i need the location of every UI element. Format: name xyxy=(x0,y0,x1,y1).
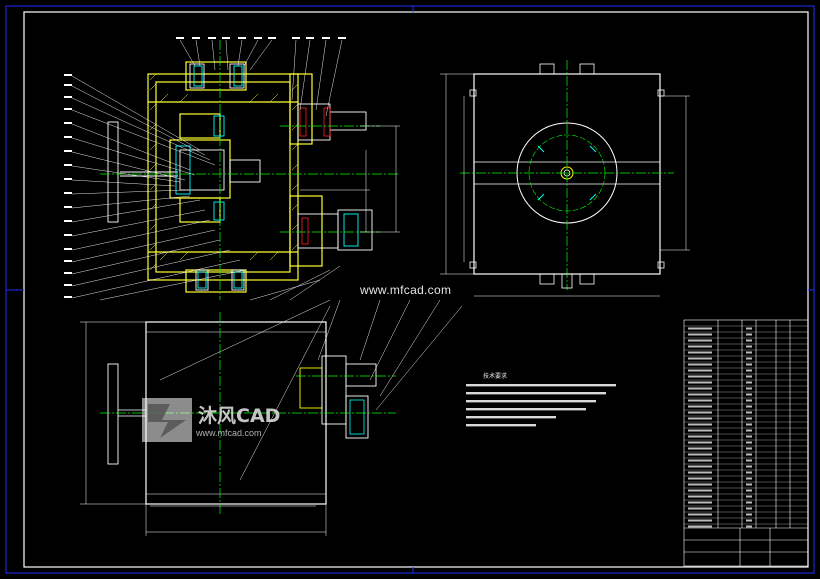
table-cell-text-mark xyxy=(746,411,752,414)
top-view xyxy=(440,60,690,297)
table-cell-text-mark xyxy=(688,333,712,336)
table-cell-text-mark xyxy=(746,375,752,378)
technical-requirements-title: 技术要求 xyxy=(483,373,508,380)
table-cell-text-mark xyxy=(746,357,752,360)
callout-leaders xyxy=(71,39,343,301)
table-cell-text-mark xyxy=(746,495,752,498)
table-cell-text-mark xyxy=(746,477,752,480)
table-cell-text-mark xyxy=(688,411,712,414)
watermark-url: www.mfcad.com xyxy=(360,283,452,297)
watermark-logo xyxy=(142,398,192,442)
front-section-view xyxy=(100,40,400,300)
table-cell-text-mark xyxy=(688,363,712,366)
table-cell-text-mark xyxy=(688,381,712,384)
table-cell-text-mark xyxy=(746,417,752,420)
table-cell-text-mark xyxy=(688,453,712,456)
table-cell-text-mark xyxy=(746,327,752,330)
table-cell-text-mark xyxy=(746,435,752,438)
table-cell-text-mark xyxy=(688,477,712,480)
table-cell-text-mark xyxy=(746,399,752,402)
table-cell-text-mark xyxy=(746,333,752,336)
table-cell-text-mark xyxy=(746,453,752,456)
table-cell-text-mark xyxy=(688,387,712,390)
table-cell-text-mark xyxy=(688,369,712,372)
technical-note-line xyxy=(466,384,616,387)
table-cell-text-mark xyxy=(746,339,752,342)
table-cell-text-mark xyxy=(688,519,712,522)
table-cell-text-mark xyxy=(746,345,752,348)
technical-note-line xyxy=(466,424,536,427)
table-cell-text-mark xyxy=(688,375,712,378)
table-cell-text-mark xyxy=(688,471,712,474)
table-cell-text-mark xyxy=(746,519,752,522)
table-cell-text-mark xyxy=(746,525,752,528)
table-cell-text-mark xyxy=(688,495,712,498)
table-cell-text-mark xyxy=(746,423,752,426)
table-cell-text-mark xyxy=(746,501,752,504)
watermark-logo-text: 沐风CAD xyxy=(198,405,281,427)
table-cell-text-mark xyxy=(746,429,752,432)
table-cell-text-mark xyxy=(746,513,752,516)
table-cell-text-mark xyxy=(746,405,752,408)
technical-note-line xyxy=(466,416,556,419)
table-cell-text-mark xyxy=(746,387,752,390)
table-cell-text-mark xyxy=(746,483,752,486)
table-cell-text-mark xyxy=(688,483,712,486)
table-cell-text-mark xyxy=(688,423,712,426)
table-cell-text-mark xyxy=(688,441,712,444)
table-cell-text-mark xyxy=(688,357,712,360)
table-cell-text-mark xyxy=(746,465,752,468)
table-cell-text-mark xyxy=(688,339,712,342)
table-cell-text-mark xyxy=(688,405,712,408)
table-cell-text-mark xyxy=(746,507,752,510)
table-cell-text-mark xyxy=(688,327,712,330)
technical-notes-lines xyxy=(466,384,616,427)
table-cell-text-mark xyxy=(688,351,712,354)
table-cell-text-mark xyxy=(688,489,712,492)
table-cell-text-mark xyxy=(688,447,712,450)
table-cell-text-mark xyxy=(688,465,712,468)
table-cell-text-mark xyxy=(746,441,752,444)
table-cell-text-mark xyxy=(746,471,752,474)
table-cell-text-mark xyxy=(688,429,712,432)
technical-note-line xyxy=(466,408,586,411)
technical-note-line xyxy=(466,400,596,403)
table-cell-text-mark xyxy=(688,345,712,348)
table-cell-text-mark xyxy=(688,501,712,504)
table-cell-text-mark xyxy=(746,363,752,366)
table-cell-text-mark xyxy=(746,351,752,354)
table-cell-text-mark xyxy=(688,417,712,420)
table-cell-text-mark xyxy=(688,459,712,462)
table-cell-text-mark xyxy=(688,393,712,396)
table-cell-text-mark xyxy=(688,399,712,402)
table-cell-text-mark xyxy=(688,435,712,438)
table-cell-text-mark xyxy=(746,459,752,462)
table-cell-text-mark xyxy=(688,513,712,516)
table-cell-text-mark xyxy=(688,525,712,528)
table-cell-text-mark xyxy=(746,393,752,396)
table-cell-text-mark xyxy=(746,447,752,450)
callout-number-marks xyxy=(64,37,346,298)
watermark-logo-url: www.mfcad.com xyxy=(196,428,262,438)
table-cell-text-mark xyxy=(746,489,752,492)
table-cell-text-mark xyxy=(746,381,752,384)
parts-list-rows xyxy=(684,325,808,528)
parts-list-table xyxy=(683,319,809,567)
table-cell-text-mark xyxy=(688,507,712,510)
table-cell-text-mark xyxy=(746,369,752,372)
technical-note-line xyxy=(466,392,606,395)
